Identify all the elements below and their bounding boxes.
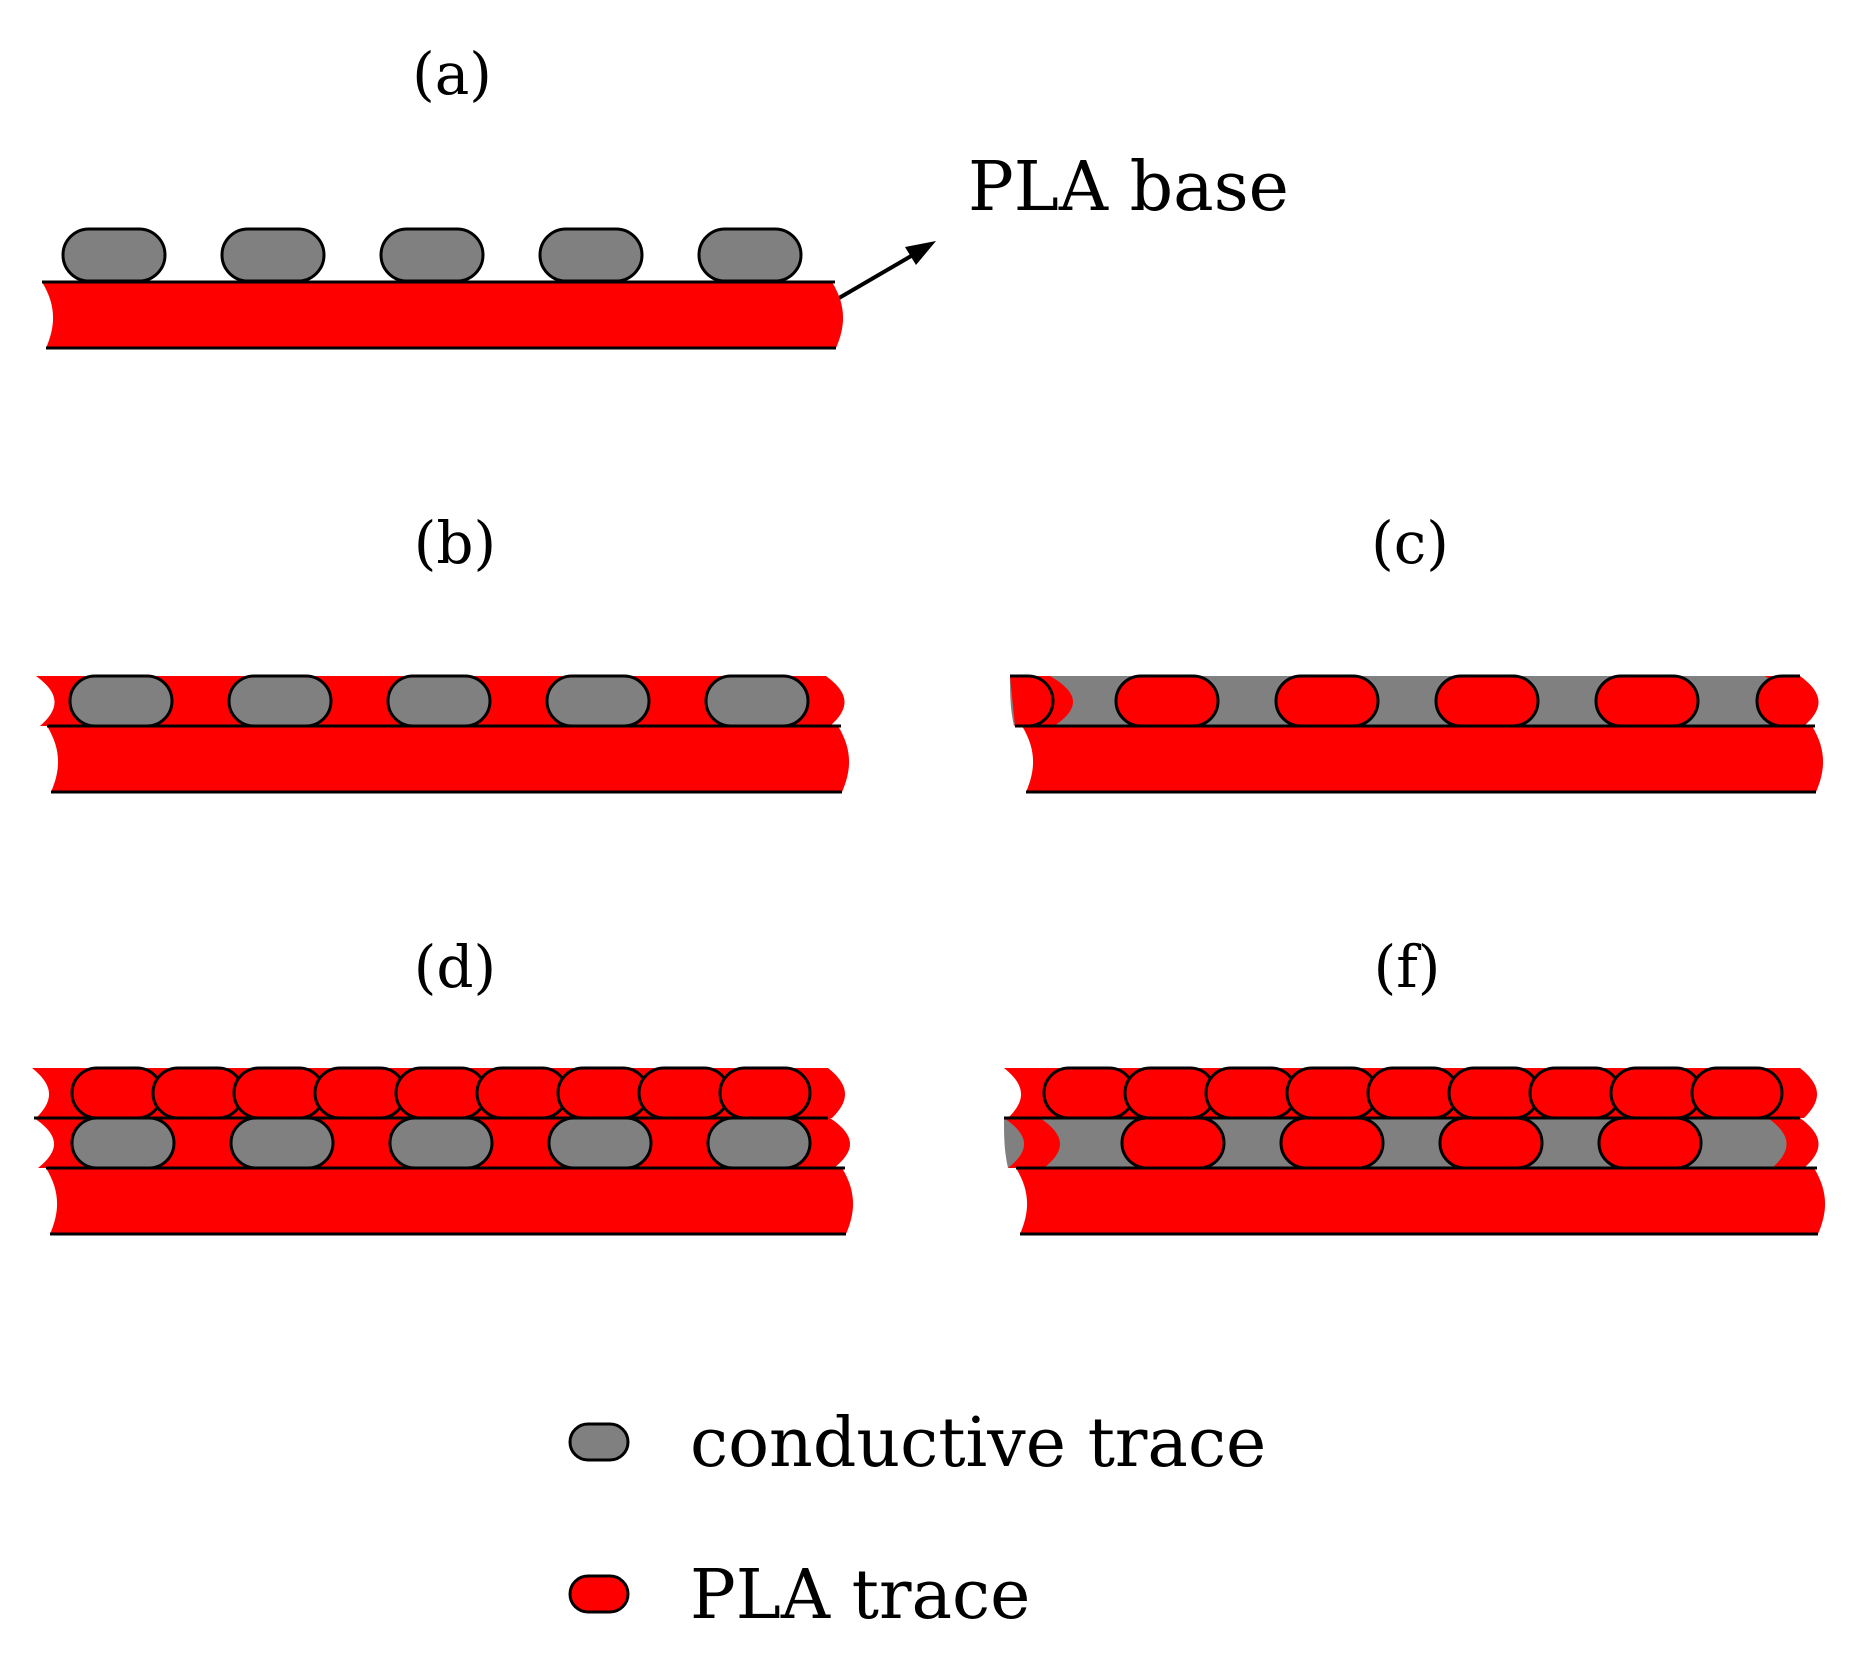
panel-f [1004,1066,1826,1236]
trace-d-upper-7 [637,1066,731,1120]
trace-b-1 [227,674,333,728]
trace-d-lower-1 [229,1116,335,1170]
legend-label-conductive: conductive trace [690,1404,1266,1483]
trace-f-upper-2 [1204,1066,1298,1120]
end-cap-left-f [1004,1118,1061,1168]
trace-d-upper-3 [313,1066,407,1120]
panel-b [36,674,850,794]
trace-a-1 [220,227,326,283]
trace-d-upper-6 [556,1066,650,1120]
trace-f-upper-5 [1447,1066,1541,1120]
panel-d [32,1066,854,1236]
panel-a [42,227,844,350]
trace-c-3 [1594,674,1700,728]
trace-f-lower-1 [1279,1116,1385,1170]
panel-label-a: (a) [412,40,492,108]
legend: conductive trace PLA trace [568,1404,1266,1635]
trace-f-upper-3 [1285,1066,1379,1120]
pla-base-b [47,726,850,792]
panel-label-c: (c) [1371,509,1449,577]
trace-d-lower-0 [70,1116,176,1170]
trace-d-lower-2 [388,1116,494,1170]
legend-swatch-conductive [568,1422,630,1462]
pla-base-d [46,1168,854,1234]
trace-d-upper-2 [232,1066,326,1120]
trace-f-lower-3 [1597,1116,1703,1170]
trace-f-lower-2 [1438,1116,1544,1170]
trace-b-4 [704,674,810,728]
trace-f-upper-1 [1123,1066,1217,1120]
pla-base-c [1022,726,1824,792]
trace-b-2 [386,674,492,728]
pla-base-f [1016,1168,1826,1234]
trace-f-lower-0 [1120,1116,1226,1170]
trace-a-2 [379,227,485,283]
trace-c-end-left [1010,674,1055,728]
trace-d-upper-4 [394,1066,488,1120]
trace-d-upper-1 [151,1066,245,1120]
trace-c-0 [1114,674,1220,728]
trace-b-3 [545,674,651,728]
trace-a-0 [61,227,167,283]
pla-base-a [42,282,844,348]
trace-d-upper-5 [475,1066,569,1120]
trace-d-upper-0 [70,1066,164,1120]
panel-label-f: (f) [1374,933,1441,1001]
trace-a-4 [697,227,803,283]
panel-label-d: (d) [414,933,496,1001]
trace-f-upper-0 [1042,1066,1136,1120]
trace-d-upper-8 [718,1066,812,1120]
trace-d-lower-4 [706,1116,812,1170]
legend-swatch-pla [568,1574,630,1614]
trace-f-upper-6 [1528,1066,1622,1120]
trace-f-upper-7 [1609,1066,1703,1120]
trace-c-1 [1274,674,1380,728]
trace-a-3 [538,227,644,283]
legend-label-pla: PLA trace [690,1556,1030,1635]
panel-label-b: (b) [414,509,496,577]
trace-c-end-right [1755,674,1806,728]
end-cap-right-f [1768,1118,1819,1168]
trace-f-upper-8 [1690,1066,1784,1120]
trace-b-0 [68,674,174,728]
panel-c [1010,674,1824,794]
trace-c-2 [1434,674,1540,728]
trace-f-upper-4 [1366,1066,1460,1120]
trace-d-lower-3 [547,1116,653,1170]
pla-base-label: PLA base [968,148,1289,227]
